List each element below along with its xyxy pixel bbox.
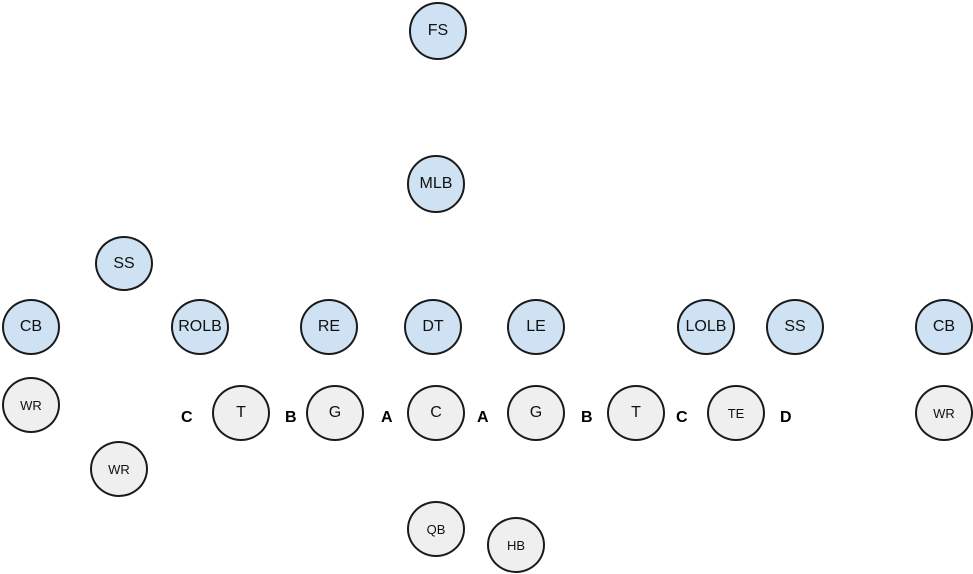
player-cb-right[interactable]: CB <box>915 299 973 355</box>
player-re[interactable]: RE <box>300 299 358 355</box>
player-hb[interactable]: HB <box>487 517 545 573</box>
player-fs[interactable]: FS <box>409 2 467 60</box>
gap-label-d-right: D <box>780 409 792 426</box>
gap-label-c-right: C <box>676 409 688 426</box>
player-ss-left[interactable]: SS <box>95 236 153 291</box>
player-wr-right[interactable]: WR <box>915 385 973 441</box>
player-rolb[interactable]: ROLB <box>171 299 229 355</box>
player-t-right[interactable]: T <box>607 385 665 441</box>
player-c[interactable]: C <box>407 385 465 441</box>
player-mlb[interactable]: MLB <box>407 155 465 213</box>
gap-label-a-right: A <box>477 409 489 426</box>
player-g-left[interactable]: G <box>306 385 364 441</box>
player-cb-left[interactable]: CB <box>2 299 60 355</box>
gap-label-b-right: B <box>581 409 593 426</box>
player-dt[interactable]: DT <box>404 299 462 355</box>
player-te[interactable]: TE <box>707 385 765 441</box>
gap-label-a-left: A <box>381 409 393 426</box>
player-wr-left-top[interactable]: WR <box>2 377 60 433</box>
player-le[interactable]: LE <box>507 299 565 355</box>
gap-label-b-left: B <box>285 409 297 426</box>
player-t-left[interactable]: T <box>212 385 270 441</box>
player-ss-right[interactable]: SS <box>766 299 824 355</box>
player-wr-left-bottom[interactable]: WR <box>90 441 148 497</box>
player-lolb[interactable]: LOLB <box>677 299 735 355</box>
gap-label-c-left: C <box>181 409 193 426</box>
player-qb[interactable]: QB <box>407 501 465 557</box>
player-g-right[interactable]: G <box>507 385 565 441</box>
